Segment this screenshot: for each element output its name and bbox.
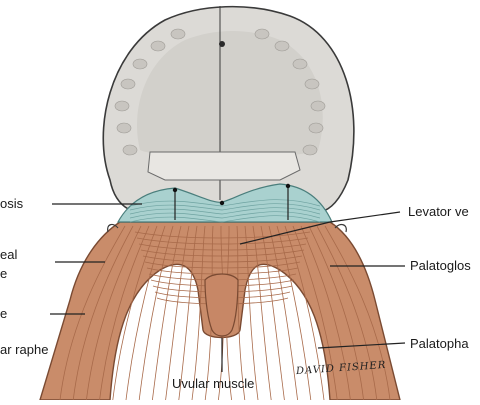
muscle-fiber bbox=[316, 225, 378, 401]
label-raphe: ar raphe bbox=[0, 342, 49, 357]
muscle-fibers bbox=[59, 225, 391, 401]
tensor-dot-right bbox=[285, 183, 291, 189]
muscle-fiber bbox=[308, 225, 364, 401]
label-pterygo: e bbox=[0, 306, 8, 321]
muscle-fiber bbox=[324, 225, 391, 401]
incisive-foramen bbox=[219, 41, 225, 47]
muscle-fiber bbox=[244, 225, 259, 401]
tensor-dot-left bbox=[172, 187, 178, 193]
muscle-fiber bbox=[284, 225, 325, 401]
palatine-bone bbox=[147, 151, 301, 181]
tooth-socket bbox=[254, 28, 270, 40]
muscle-fiber bbox=[252, 225, 272, 401]
tooth-socket bbox=[122, 144, 138, 156]
tooth-socket bbox=[116, 122, 132, 134]
muscle-fiber bbox=[268, 225, 298, 401]
muscle-fiber bbox=[138, 243, 307, 251]
uvula bbox=[204, 273, 239, 337]
tooth-socket bbox=[308, 122, 324, 134]
label-uvular: Uvular muscle bbox=[172, 376, 255, 391]
tooth-socket bbox=[120, 78, 136, 90]
muscle-fiber bbox=[138, 225, 174, 401]
label-pharyngeal: eal bbox=[0, 247, 18, 262]
tooth-sockets bbox=[114, 28, 326, 156]
muscle-fiber bbox=[59, 225, 126, 401]
muscle-fiber bbox=[300, 225, 351, 401]
muscle-fiber bbox=[152, 225, 182, 401]
tooth-socket bbox=[274, 40, 290, 52]
muscle-fiber bbox=[191, 225, 206, 401]
tooth-socket bbox=[310, 100, 326, 112]
tooth-socket bbox=[114, 100, 130, 112]
muscle-fiber bbox=[125, 225, 166, 401]
muscle-fiber bbox=[86, 225, 142, 401]
muscle-fiber bbox=[112, 225, 158, 401]
leader-palatopharyngeus bbox=[317, 342, 406, 349]
muscle-fiber bbox=[72, 225, 134, 401]
leader-levator bbox=[329, 211, 401, 223]
muscle-fiber bbox=[136, 237, 309, 245]
palatal-surface bbox=[137, 31, 323, 158]
label-aponeurosis: osis bbox=[0, 196, 24, 211]
muscle-fiber bbox=[144, 261, 301, 269]
muscle-fiber bbox=[134, 231, 311, 239]
label-palatoglossus: Palatoglos bbox=[410, 258, 471, 273]
leader-lines bbox=[50, 203, 406, 372]
label-pharyngeal-2: e bbox=[0, 266, 8, 281]
muscle-fiber bbox=[165, 225, 190, 401]
muscle-fiber bbox=[178, 225, 198, 401]
muscle-fiber bbox=[142, 255, 303, 263]
label-palatopharyngeus: Palatopha bbox=[410, 336, 469, 351]
tooth-socket bbox=[302, 144, 318, 156]
tooth-socket bbox=[292, 58, 308, 70]
tensor-dot-mid bbox=[219, 200, 225, 206]
tooth-socket bbox=[150, 40, 166, 52]
leader-levator-inner bbox=[239, 221, 331, 245]
hamulus-left bbox=[107, 223, 119, 233]
tooth-socket bbox=[304, 78, 320, 90]
muscle-fiber bbox=[140, 249, 305, 257]
hamulus-right bbox=[334, 223, 347, 233]
tooth-socket bbox=[170, 28, 186, 40]
tooth-socket bbox=[132, 58, 148, 70]
muscle-fiber bbox=[276, 225, 312, 401]
label-levator: Levator ve bbox=[408, 204, 469, 219]
